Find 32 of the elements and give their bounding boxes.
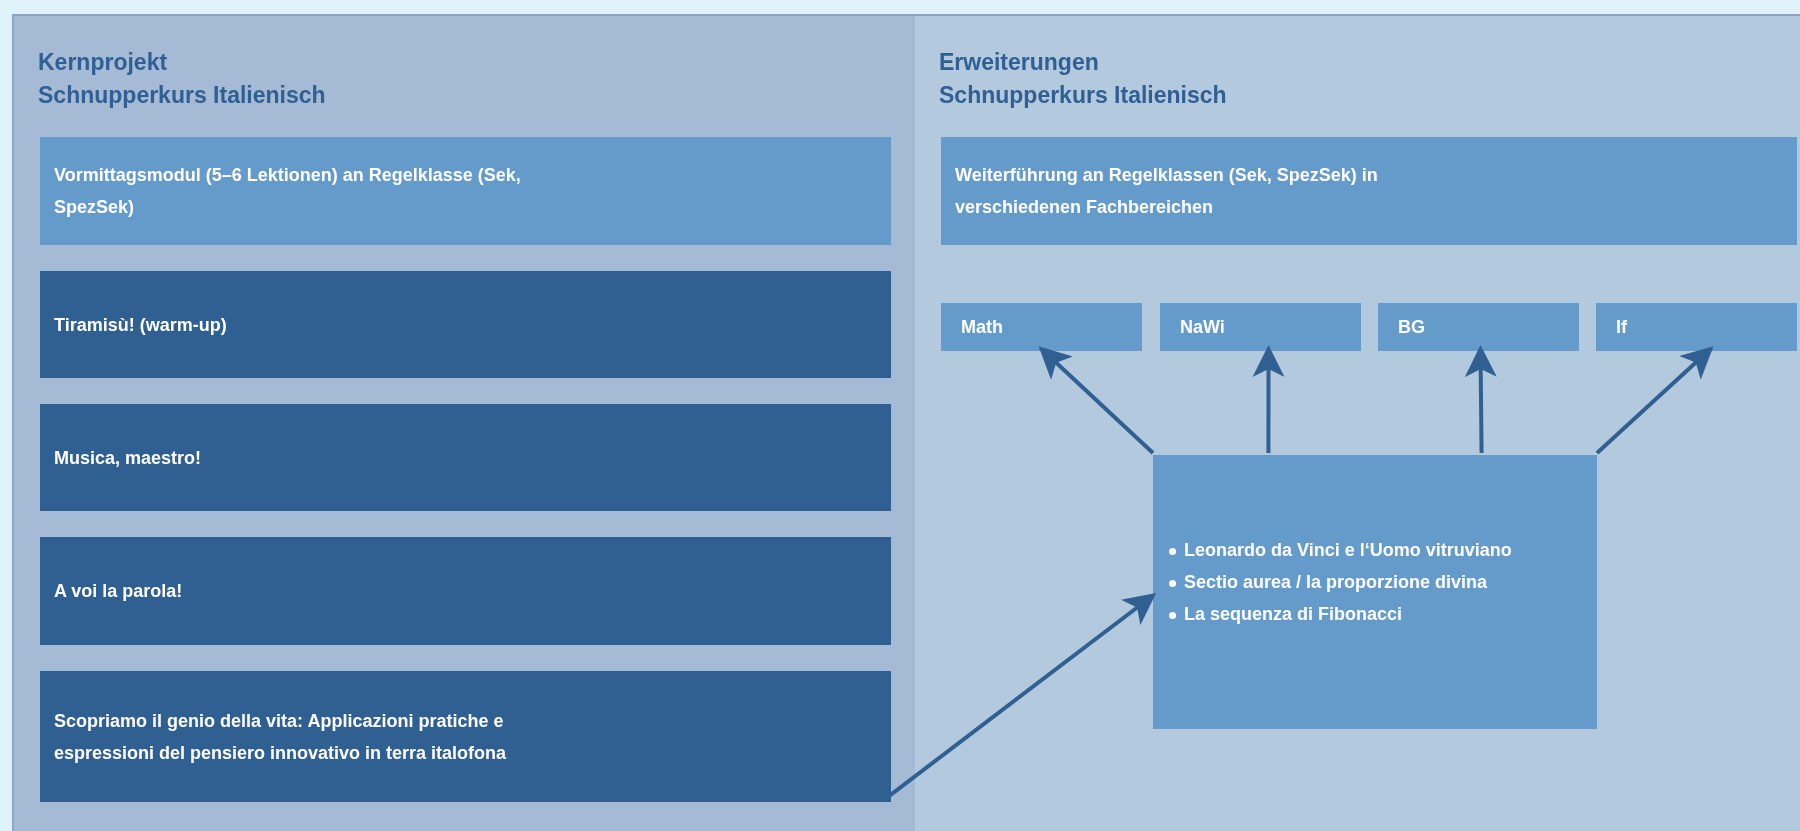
section-heading: Erweiterungen Schnupperkurs Italienisch	[939, 48, 1228, 110]
lesson-box	[40, 537, 891, 645]
arrow	[1252, 345, 1285, 453]
box-label: If	[1616, 316, 1628, 339]
arrow	[1595, 346, 1714, 455]
box-label: Musica, maestro!	[54, 446, 203, 470]
box-label: Math	[961, 316, 1004, 339]
box-label: Scopriamo il genio della vita: Applicazioni pratiche e espressioni del pensiero innovativo in terra italofona	[54, 709, 508, 765]
lesson-box	[40, 404, 891, 511]
lesson-box	[40, 271, 891, 378]
bullet-item: Leonardo da Vinci e l‘Uomo vitruviano	[1169, 537, 1512, 563]
module-box	[941, 137, 1797, 245]
section-panel	[12, 14, 915, 831]
subject-box	[941, 303, 1142, 351]
bullet-item: Sectio aurea / la proporzione divina	[1169, 569, 1512, 595]
box-label: A voi la parola!	[54, 580, 184, 603]
section-heading: Kernprojekt Schnupperkurs Italienisch	[38, 48, 327, 110]
arrow	[1038, 346, 1155, 455]
box-label: Weiterführung an Regelklassen (Sek, SpezSek) in verschiedenen Fachbereichen	[955, 164, 1379, 219]
box-label: NaWi	[1180, 316, 1226, 339]
box-label: Vormittagsmodul (5–6 Lektionen) an Regelklasse (Sek, SpezSek)	[54, 164, 522, 219]
topic-box	[1153, 455, 1597, 729]
subject-box	[1378, 303, 1579, 351]
subject-box	[1160, 303, 1361, 351]
module-box	[40, 137, 891, 245]
lesson-box	[40, 671, 891, 802]
box-label: BG	[1398, 316, 1426, 339]
box-label: Tiramisù! (warm-up)	[54, 313, 228, 337]
section-panel	[915, 14, 1800, 831]
subject-box	[1596, 303, 1797, 351]
arrow	[1464, 345, 1497, 454]
bullet-item: La sequenza di Fibonacci	[1169, 601, 1512, 627]
